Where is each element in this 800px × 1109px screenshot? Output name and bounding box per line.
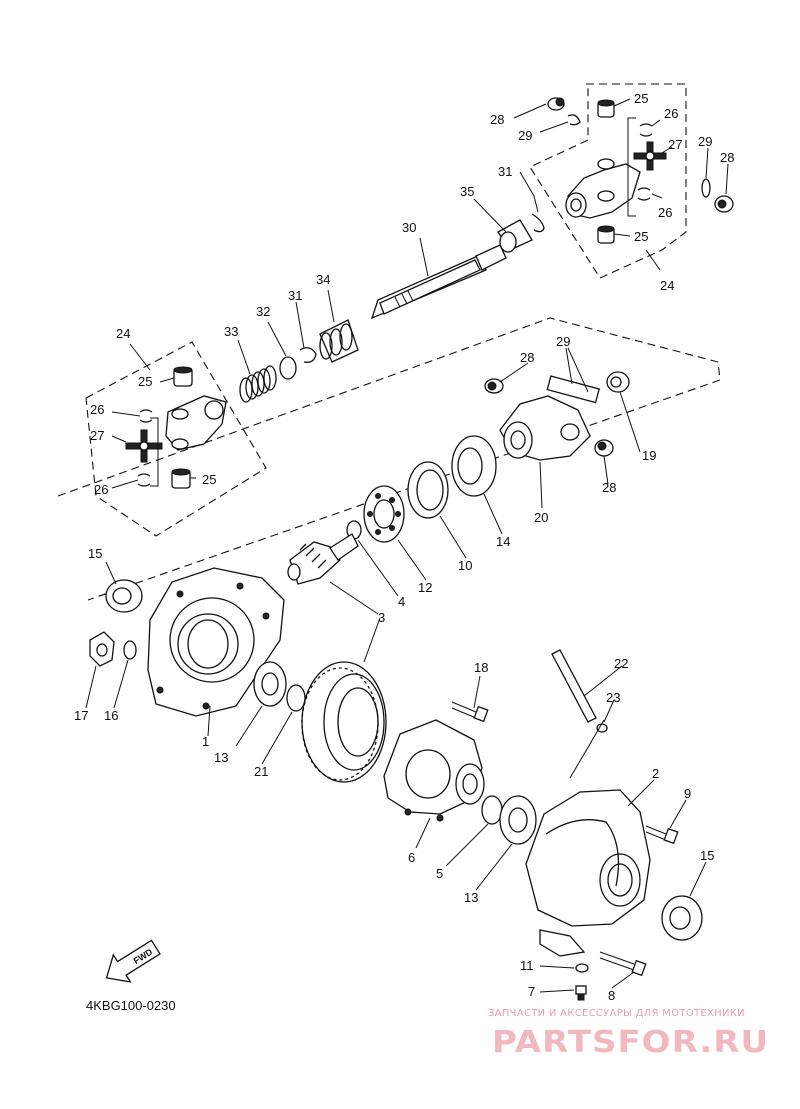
label-14: 14 xyxy=(496,534,510,549)
fwd-arrow: FWD xyxy=(105,939,161,983)
label-31: 31 xyxy=(288,288,302,303)
label-13: 13 xyxy=(464,890,478,905)
label-23: 23 xyxy=(606,690,620,705)
label-25: 25 xyxy=(634,91,648,106)
label-10: 10 xyxy=(458,558,472,573)
label-28: 28 xyxy=(602,480,616,495)
label-21: 21 xyxy=(254,764,268,779)
label-4: 4 xyxy=(398,594,405,609)
label-26: 26 xyxy=(94,482,108,497)
label-1: 1 xyxy=(202,734,209,749)
watermark-brand: PARTSFOR.RU xyxy=(492,1024,770,1060)
label-31: 31 xyxy=(498,164,512,179)
label-24: 24 xyxy=(116,326,130,341)
ring-gear xyxy=(301,661,387,783)
label-27: 27 xyxy=(90,428,104,443)
label-17: 17 xyxy=(74,708,88,723)
diagram-code: 4KBG100-0230 xyxy=(86,998,176,1013)
bearing-right xyxy=(481,795,537,845)
label-27: 27 xyxy=(668,137,682,152)
label-6: 6 xyxy=(408,850,415,865)
label-26: 26 xyxy=(90,402,104,417)
label-18: 18 xyxy=(474,660,488,675)
label-28: 28 xyxy=(520,350,534,365)
label-25: 25 xyxy=(634,229,648,244)
label-34: 34 xyxy=(316,272,330,287)
part-labels: 28 29 25 26 27 29 28 31 35 26 25 30 24 3… xyxy=(74,91,734,1003)
label-24: 24 xyxy=(660,278,674,293)
label-33: 33 xyxy=(224,324,238,339)
universal-joint-left xyxy=(85,341,267,537)
seals-bearings xyxy=(346,435,497,543)
label-12: 12 xyxy=(418,580,432,595)
label-11: 11 xyxy=(520,958,534,973)
label-26: 26 xyxy=(658,205,672,220)
label-7: 7 xyxy=(528,984,535,999)
label-16: 16 xyxy=(104,708,118,723)
pinion-gear xyxy=(287,533,359,585)
label-2: 2 xyxy=(652,766,659,781)
label-8: 8 xyxy=(608,988,615,1003)
label-29: 29 xyxy=(698,134,712,149)
label-29: 29 xyxy=(556,334,570,349)
output-yoke-group xyxy=(57,317,721,601)
label-3: 3 xyxy=(378,610,385,625)
label-26: 26 xyxy=(664,106,678,121)
label-15: 15 xyxy=(700,848,714,863)
label-5: 5 xyxy=(436,866,443,881)
label-22: 22 xyxy=(614,656,628,671)
housing-1 xyxy=(89,567,306,717)
label-20: 20 xyxy=(534,510,548,525)
spring-boot-group xyxy=(239,319,359,403)
label-28: 28 xyxy=(720,150,734,165)
differential-unit xyxy=(383,719,485,822)
label-30: 30 xyxy=(402,220,416,235)
label-28: 28 xyxy=(490,112,504,127)
leader-lines xyxy=(85,98,729,993)
label-13: 13 xyxy=(214,750,228,765)
drive-shaft xyxy=(370,213,545,320)
bolt-18 xyxy=(451,701,489,723)
watermark-subtitle: ЗАПЧАСТИ И АКСЕССУАРЫ ДЛЯ МОТОТЕХНИКИ xyxy=(488,1008,745,1019)
label-9: 9 xyxy=(684,786,691,801)
universal-joint-upper xyxy=(529,83,734,279)
label-32: 32 xyxy=(256,304,270,319)
label-25: 25 xyxy=(138,374,152,389)
label-35: 35 xyxy=(460,184,474,199)
label-19: 19 xyxy=(642,448,656,463)
label-25: 25 xyxy=(202,472,216,487)
label-15: 15 xyxy=(88,546,102,561)
housing-2 xyxy=(525,649,703,1001)
label-29: 29 xyxy=(518,128,532,143)
